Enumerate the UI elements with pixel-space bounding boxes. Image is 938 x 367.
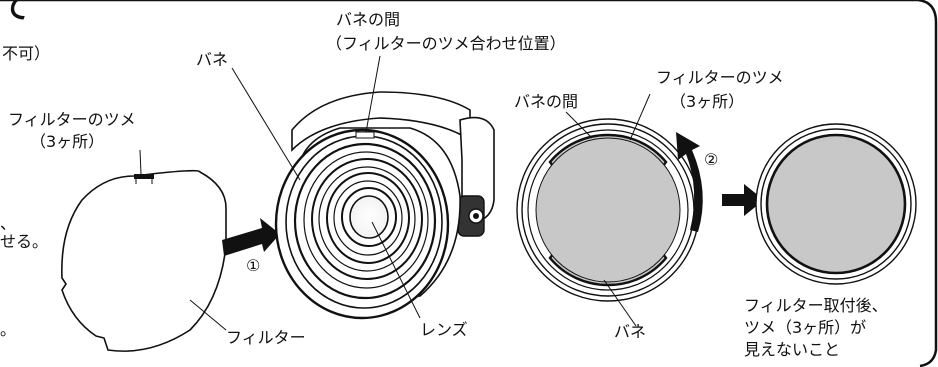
label-lens: レンズ: [420, 320, 468, 339]
arrow-step1: [222, 218, 280, 256]
left-text-line3: せる。: [0, 232, 49, 251]
left-text-line4: 。: [0, 320, 17, 339]
label-spring-left: バネ: [196, 50, 229, 69]
label-spring-bottom: バネ: [614, 322, 647, 341]
label-tab-right: フィルターのツメ: [656, 68, 784, 87]
label-spring-gap-top: バネの間: [336, 10, 401, 29]
filter-tab-top: [134, 174, 154, 179]
filter-installed-view: [755, 123, 917, 285]
label-tab-left: フィルターのツメ: [8, 110, 136, 129]
label-spring-gap-right: バネの間: [514, 92, 579, 111]
label-tab-left-count: （3ヶ所）: [30, 132, 105, 151]
filter-aligned-view: [516, 118, 700, 302]
left-text-line2: 、: [0, 214, 17, 233]
filter-disc: [61, 169, 227, 352]
label-after-install-2: ツメ（3ヶ所）が: [744, 318, 867, 337]
label-tab-right-count: （3ヶ所）: [670, 92, 745, 111]
label-spring-gap-top-sub: （フィルターのツメ合わせ位置）: [326, 34, 566, 53]
arrow-result: [722, 184, 764, 216]
arrow-step2: [676, 132, 703, 232]
heading-fragment: て: [0, 0, 30, 26]
step2-marker: ②: [704, 150, 719, 169]
label-filter: フィルター: [226, 328, 306, 347]
step1-marker: ①: [246, 256, 261, 275]
camera-lens-unit: [274, 91, 495, 320]
label-after-install-1: フィルター取付後、: [744, 296, 888, 315]
label-after-install-3: 見えないこと: [744, 340, 841, 359]
left-text-line1: 不可）: [2, 44, 51, 63]
